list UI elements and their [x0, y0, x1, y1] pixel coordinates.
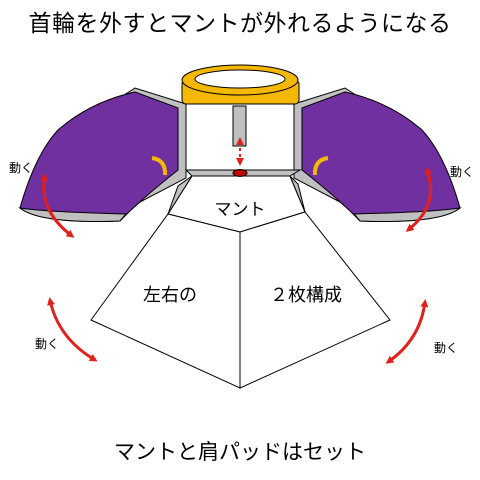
- label-move-right-cape: 動く: [434, 341, 458, 355]
- label-move-right-pad: 動く: [450, 165, 474, 179]
- move-arrow-left-pad: [40, 173, 75, 238]
- cape-top-piece: [167, 169, 306, 233]
- diagram-caption: マントと肩パッドはセット: [114, 440, 366, 464]
- label-move-left-pad: 動く: [9, 161, 33, 175]
- label-cape-left: 左右の: [143, 285, 197, 306]
- attachment-point-dot: [232, 169, 248, 177]
- move-arrow-right-pad: [405, 167, 433, 232]
- move-arrow-right-cape: [385, 299, 429, 364]
- cape-lower-pieces: [90, 211, 391, 389]
- neck-pole: [232, 105, 247, 147]
- collar-ring: [181, 64, 300, 105]
- label-move-left-cape: 動く: [35, 337, 59, 351]
- diagram-title: 首輪を外すとマントが外れるようになる: [28, 11, 452, 37]
- label-cape-top: マント: [215, 200, 266, 220]
- move-arrow-left-cape: [47, 297, 98, 362]
- label-cape-right: ２枚構成: [270, 285, 342, 306]
- right-shoulder-pad: [293, 87, 462, 223]
